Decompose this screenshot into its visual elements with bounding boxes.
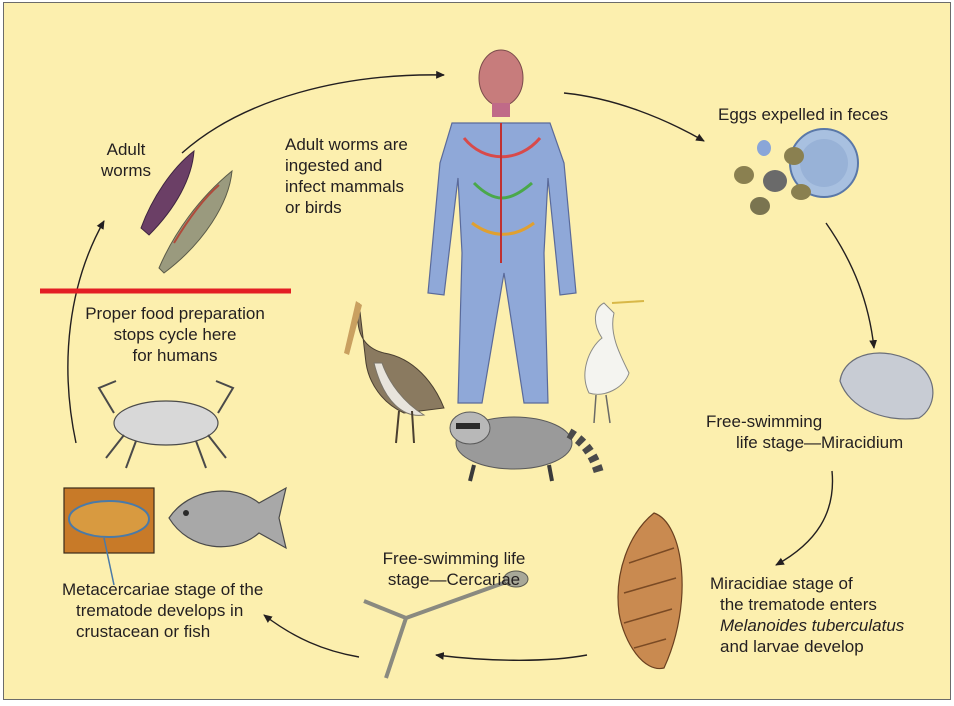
crab-icon [99, 381, 233, 468]
species-name: Melanoides tuberculatus [720, 616, 904, 635]
label-cercariae: Free-swimming life stage—Cercariae [364, 548, 544, 590]
label-metacercariae: Metacercariae stage of the trematode dev… [62, 579, 263, 642]
label-adult-worms: Adult worms [84, 139, 168, 181]
label-ingested: Adult worms are ingested and infect mamm… [285, 134, 408, 218]
metacercariae-icon [64, 488, 154, 585]
fish-icon [169, 488, 286, 548]
egret-icon [585, 301, 644, 423]
raccoon-icon [450, 412, 599, 481]
miracidium-icon [840, 353, 933, 419]
eggs-icon [734, 129, 858, 215]
snail-icon [618, 513, 682, 669]
label-snail-stage: Miracidiae stage of the trematode enters… [710, 573, 904, 657]
label-miracidium: Free-swimming life stage—Miracidium [694, 411, 934, 453]
label-eggs: Eggs expelled in feces [718, 104, 888, 125]
pelican-icon [344, 301, 444, 443]
human-host-icon [428, 50, 576, 403]
label-food-preparation: Proper food preparation stops cycle here… [60, 303, 290, 366]
life-cycle-diagram: Adult worms Adult worms are ingested and… [3, 2, 951, 700]
